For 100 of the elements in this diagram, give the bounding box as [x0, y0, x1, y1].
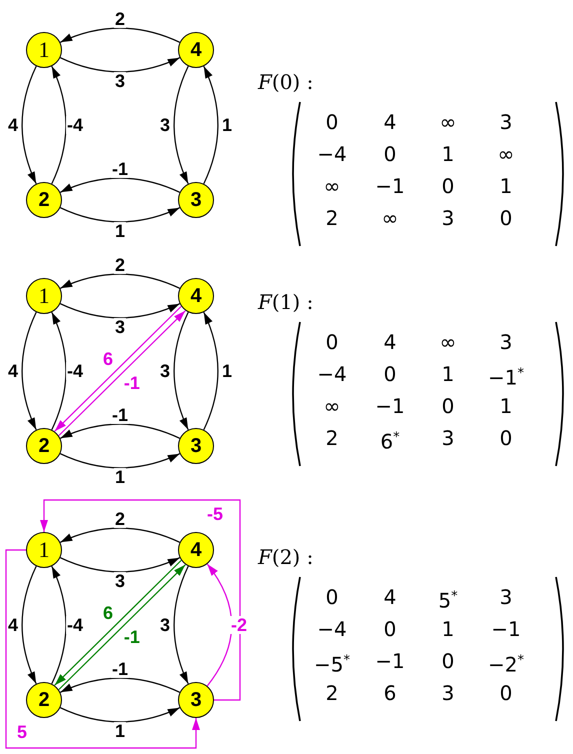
arrow [51, 66, 66, 184]
edge-label: 6 [102, 350, 114, 368]
arrow [174, 66, 189, 184]
matrix-entry: 0 [442, 174, 454, 198]
edge-label: 1 [114, 222, 126, 240]
arrow [22, 566, 37, 684]
edge-label: -1 [111, 406, 129, 424]
matrix-entry: 5$^{*}$ [438, 588, 458, 613]
vertex-circle: 3 [178, 682, 214, 718]
edge-label: -5 [206, 505, 224, 523]
matrix-entry: −4 [317, 617, 347, 641]
arrow [203, 66, 218, 184]
arrow [174, 566, 189, 684]
vertex-circle: 1 [26, 532, 62, 568]
matrix-entry: ∞ [498, 142, 514, 166]
edge-label: 3 [114, 72, 126, 90]
arrow [60, 453, 180, 468]
vertex-circle: 2 [26, 682, 62, 718]
arrow [60, 424, 180, 439]
matrix-entry: 6 [384, 681, 396, 705]
arrow [60, 707, 180, 722]
arrow [206, 564, 232, 686]
vertex-circle: 1 [26, 32, 62, 68]
arrow [22, 66, 37, 184]
matrix-entry: −1 [491, 617, 521, 641]
arrow [40, 499, 241, 701]
matrix-entry: 0 [326, 110, 338, 134]
arrow [60, 207, 180, 222]
edge-label: -1 [111, 660, 129, 678]
arrow [203, 312, 218, 430]
matrix-entry: 2 [326, 681, 338, 705]
matrix-entry: ∞ [324, 394, 340, 418]
vertex-circle: 4 [178, 278, 214, 314]
matrix-entry: 1 [442, 142, 454, 166]
edge-label: 3 [114, 572, 126, 590]
arrow [5, 549, 200, 749]
matrix-entry: 0 [384, 142, 396, 166]
edge-label: -4 [66, 616, 84, 634]
matrix-entry: 4 [384, 110, 396, 134]
matrix-entry: −1 [375, 649, 405, 673]
arrow [51, 312, 66, 430]
matrix-heading: F(1) : [258, 290, 314, 314]
matrix-heading: F(0) : [258, 70, 314, 94]
matrix-entry: 1 [442, 617, 454, 641]
matrix-entry: −1 [375, 174, 405, 198]
arrow [60, 274, 180, 289]
matrix-entry: 1 [500, 394, 512, 418]
matrix-entry: 1 [500, 174, 512, 198]
matrix-entry: 3 [500, 110, 512, 134]
arrow [60, 28, 180, 43]
edge-label: 4 [7, 362, 19, 380]
matrix-entry: 0 [384, 362, 396, 386]
matrix-entry: 0 [442, 394, 454, 418]
matrix-entry: 0 [384, 617, 396, 641]
edge-label: -4 [66, 116, 84, 134]
matrix-entry: −4 [317, 142, 347, 166]
edge-label: 6 [102, 604, 114, 622]
matrix-entry: −5$^{*}$ [314, 652, 350, 677]
edge-label: 3 [159, 116, 171, 134]
edge-label: 3 [159, 362, 171, 380]
matrix-entry: ∞ [440, 110, 456, 134]
arrow [22, 312, 37, 430]
matrix-entry: 6$^{*}$ [380, 428, 400, 454]
matrix-entry: 2 [326, 206, 338, 230]
edge-label: 2 [114, 510, 126, 528]
matrix-entry: 4 [384, 585, 396, 609]
matrix-entry: −1$^{*}$ [488, 364, 524, 390]
matrix-entry: 0 [442, 649, 454, 673]
edge-label: 1 [221, 116, 233, 134]
vertex-circle: 4 [178, 532, 214, 568]
arrow [60, 678, 180, 693]
matrix-entry: 0 [326, 330, 338, 354]
matrix-entry: −1 [375, 394, 405, 418]
edge-label: -4 [66, 362, 84, 380]
vertex-circle: 3 [178, 182, 214, 218]
matrix-entry: 3 [500, 330, 512, 354]
matrix-entry: 0 [500, 206, 512, 230]
edge-label: 3 [159, 616, 171, 634]
matrix-entry: 0 [500, 681, 512, 705]
edge-label: 1 [221, 362, 233, 380]
matrix-entry: 0 [500, 426, 512, 450]
vertex-circle: 2 [26, 182, 62, 218]
matrix-entry: 4 [384, 330, 396, 354]
matrix-entry: 0 [326, 585, 338, 609]
edge-label: -2 [230, 616, 248, 634]
vertex-circle: 3 [178, 428, 214, 464]
arrow [60, 178, 180, 193]
edge-label: 3 [114, 318, 126, 336]
matrix-heading: F(2) : [258, 545, 314, 569]
edge-label: 1 [114, 722, 126, 740]
arrow [60, 57, 180, 72]
edge-label: 5 [16, 723, 28, 741]
matrix-entry: 3 [442, 206, 454, 230]
matrix-entry: −2$^{*}$ [488, 652, 524, 677]
edge-label: 2 [114, 10, 126, 28]
matrix-entry: 2 [326, 426, 338, 450]
edge-label: 4 [7, 616, 19, 634]
edge-label: 2 [114, 256, 126, 274]
edge-label: 4 [7, 116, 19, 134]
vertex-circle: 2 [26, 428, 62, 464]
